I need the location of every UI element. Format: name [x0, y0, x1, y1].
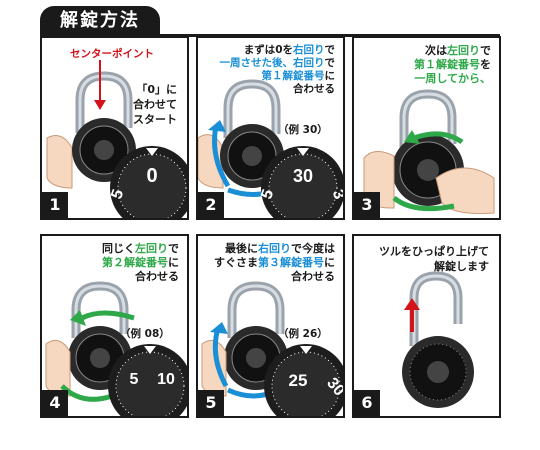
caption-segment: 右回り [293, 57, 325, 69]
caption-segment: で [480, 44, 491, 57]
caption-segment: に [168, 256, 179, 269]
caption-segment: すぐさま [214, 256, 258, 269]
step-panel-4: 5 10 同じく左回りで 第２解錠番号に 合わせる （例 08） 4 [40, 234, 189, 418]
example-value: （例 26） [278, 328, 328, 340]
lock-illustration [363, 89, 495, 214]
step-number: 3 [354, 192, 380, 218]
dial-number-0: 0 [146, 165, 157, 187]
caption-segment: 同じく [102, 242, 135, 255]
step-caption: 同じく左回りで 第２解錠番号に 合わせる [102, 242, 179, 284]
caption-segment: 第３解錠番号 [258, 256, 324, 269]
step-panel-6: ツルをひっぱり上げて 解錠します 6 [352, 234, 501, 418]
caption-segment: 合わせる [135, 270, 179, 283]
step-caption: 「0」に 合わせて スタート [133, 83, 177, 126]
step-caption: まずは0を右回りで 一周させた後、右回りで 第１解錠番号に 合わせる [220, 44, 336, 96]
step-number: 4 [42, 390, 68, 416]
caption-segment: で [324, 57, 336, 69]
caption-segment: 第２解錠番号 [102, 256, 168, 269]
caption-segment: 第１解錠番号 [414, 58, 480, 71]
caption-segment: 最後に [225, 242, 258, 255]
dial-number-30: 30 [293, 166, 313, 186]
step-caption: 次は左回りで 第１解錠番号を 一周してから、 [414, 44, 491, 86]
step-panel-5: 25 30 最後に右回りで今度は すぐさま第３解錠番号に 合わせる （例 26）… [196, 234, 345, 418]
caption-segment: 解錠します [434, 260, 489, 273]
lock-illustration: 5 10 [45, 281, 187, 416]
step-panel-3: 次は左回りで 第１解錠番号を 一周してから、 3 [352, 36, 501, 220]
dial-number-10: 10 [157, 371, 175, 388]
title-underline [40, 34, 500, 37]
step-number: 2 [198, 192, 224, 218]
step-number: 1 [42, 192, 68, 218]
caption-segment: に [324, 256, 335, 269]
step-panel-1: 0 5 センターポイント 「0」に 合わせて スタート 1 [40, 36, 189, 220]
step-caption: ツルをひっぱり上げて 解錠します [379, 244, 489, 274]
caption-segment: 左回り [135, 242, 168, 255]
caption-segment: 右回り [293, 44, 325, 56]
caption-segment: 右回り [258, 242, 291, 255]
caption-segment: まずは [243, 44, 276, 56]
caption-segment: を [282, 44, 294, 56]
caption-segment: 一周させた後、 [219, 57, 294, 69]
caption-segment: ツルをひっぱり上げて [379, 245, 489, 258]
lock-illustration [402, 271, 474, 408]
lock-illustration: 0 5 [46, 60, 187, 218]
step-panel-2: 30 5 3 まずは0を右回りで 一周させた後、右回りで 第１解錠番号に 合わせ… [196, 36, 345, 220]
caption-segment: 0 [275, 44, 283, 56]
lock-illustration: 25 30 [201, 281, 343, 416]
caption-segment: に [324, 70, 336, 82]
caption-segment: で今度は [291, 242, 335, 255]
center-point-label: センターポイント [70, 48, 154, 60]
caption-segment: で [324, 44, 336, 56]
caption-segment: 合わせる [291, 270, 335, 283]
step-number: 6 [354, 390, 380, 416]
caption-segment: 合わせる [293, 83, 335, 95]
caption-segment: 一周してから、 [414, 72, 491, 85]
dial-number-3: 3 [329, 187, 343, 201]
dial-number-5: 5 [130, 371, 139, 388]
caption-segment: 次は [425, 44, 447, 57]
step-caption: 最後に右回りで今度は すぐさま第３解錠番号に 合わせる [214, 242, 335, 284]
dial-number-25: 25 [289, 371, 308, 390]
step-number: 5 [198, 390, 224, 416]
example-value: （例 08） [120, 328, 170, 340]
lock-illustration: 30 5 3 [198, 79, 343, 218]
caption-segment: を [480, 58, 491, 71]
section-title: 解錠方法 [40, 6, 160, 36]
caption-segment: で [168, 242, 179, 255]
caption-segment: 左回り [447, 44, 480, 57]
example-value: （例 30） [278, 124, 328, 136]
caption-segment: 第１解錠番号 [261, 70, 325, 82]
